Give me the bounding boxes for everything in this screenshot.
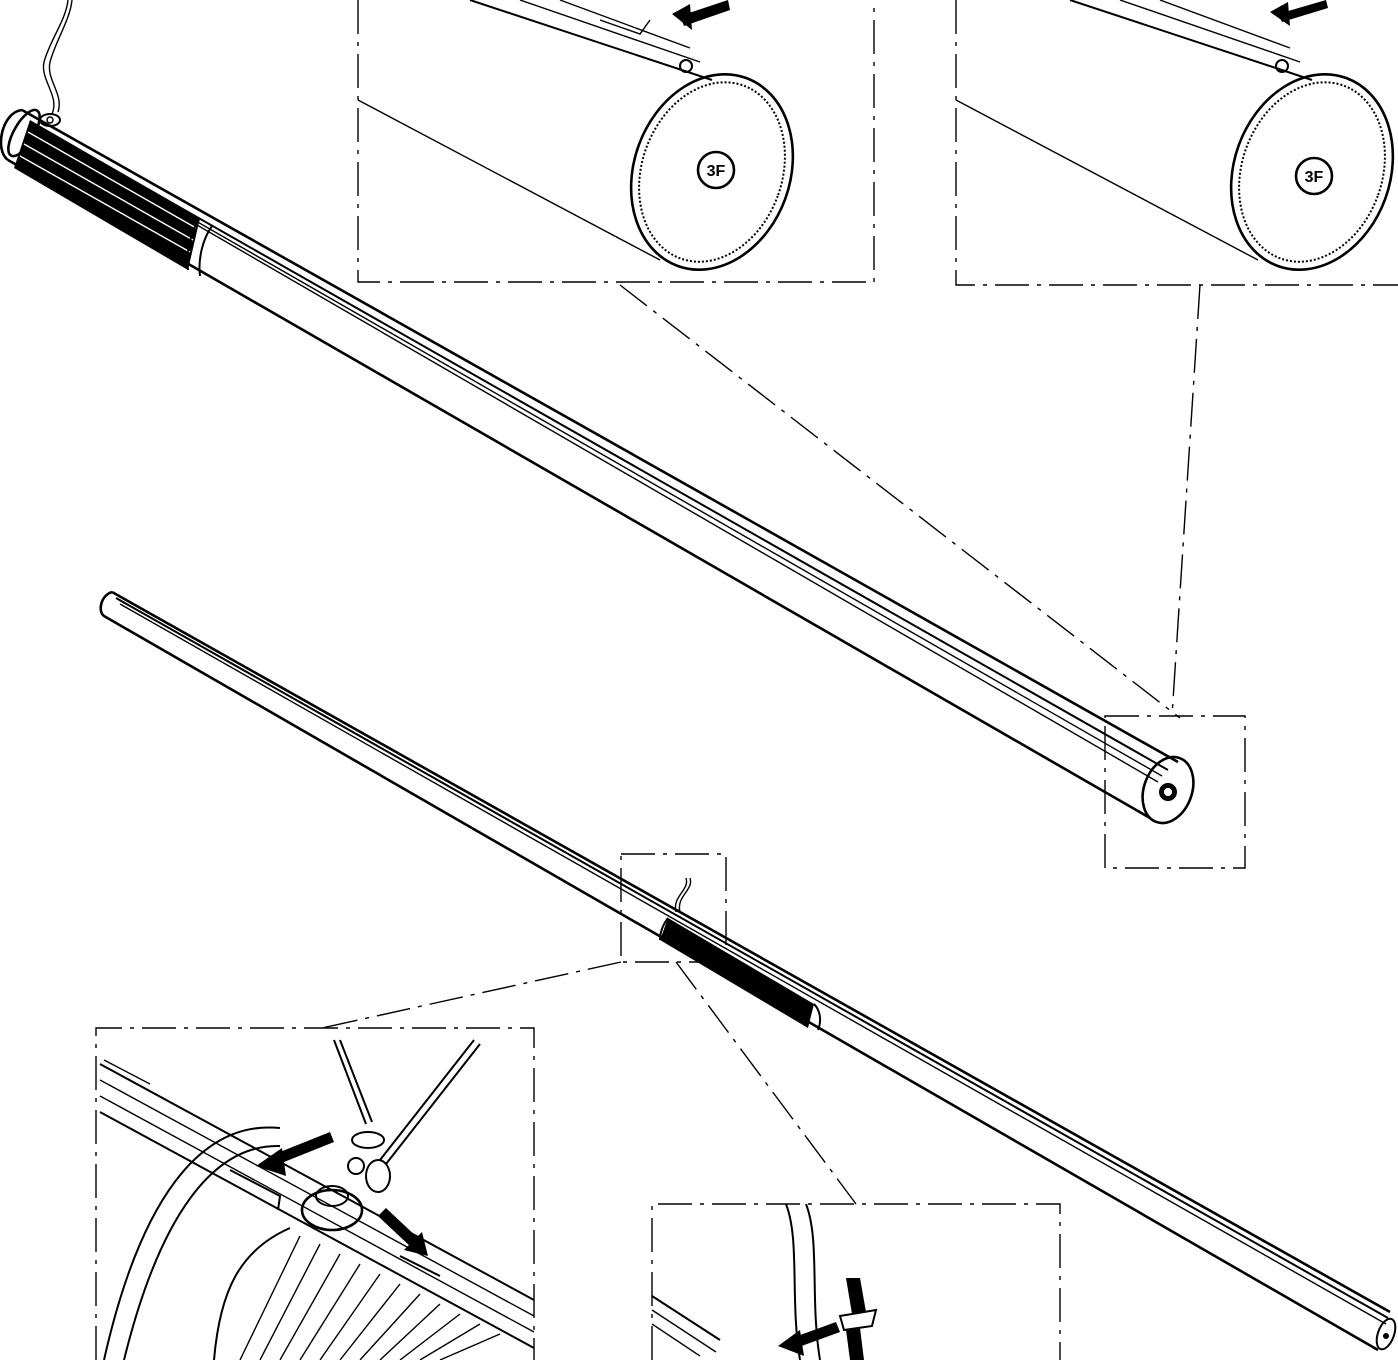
detail-fastener — [651, 1203, 878, 1360]
arrow-icon-fastener — [778, 1322, 840, 1356]
lower-wire — [674, 877, 688, 913]
callout-box-right-end — [1104, 715, 1246, 869]
arrow-icon-left — [256, 1132, 334, 1176]
lower-knurled-section — [659, 917, 822, 1031]
knurled-grip — [14, 120, 213, 277]
arrow-icon-right — [1270, 0, 1328, 26]
lower-tube — [99, 590, 1397, 1352]
detail-callout-bottom-right — [651, 1203, 1061, 1360]
detail-callout-top-right — [955, 0, 1398, 286]
detail-end-cap-right: 3F — [955, 0, 1395, 271]
leader-lines — [321, 284, 1201, 1205]
detail-callout-bottom-left — [95, 1027, 535, 1360]
callout-box-middle — [620, 853, 727, 963]
wire-clip — [39, 113, 61, 127]
arrow-icon-down-right — [378, 1208, 428, 1256]
suspension-wire — [42, 0, 69, 115]
detail-clip-assembly — [99, 1039, 535, 1360]
brand-logo-right: 3F — [1305, 169, 1324, 186]
brand-logo: 3F — [707, 163, 726, 180]
upper-tube — [0, 0, 1195, 825]
detail-callout-top-left — [357, 0, 875, 283]
arrow-icon — [672, 0, 730, 30]
detail-end-cap-left: 3F — [357, 0, 795, 271]
knurl-lines — [239, 1235, 501, 1360]
screw-icon — [838, 1278, 878, 1360]
upper-tube-right-end — [1141, 755, 1195, 825]
